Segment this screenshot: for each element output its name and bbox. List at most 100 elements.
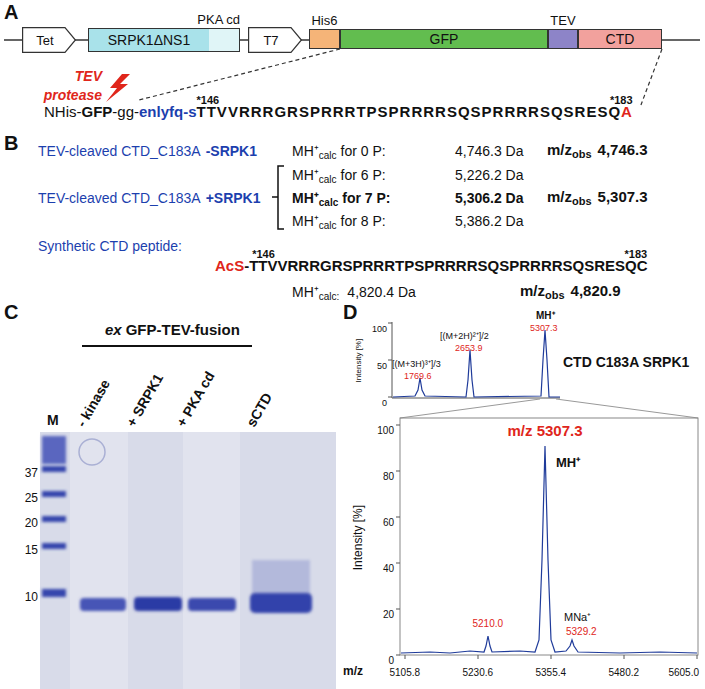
axis-tick: 0	[362, 391, 387, 410]
mass-observed: m/zobs4,820.9	[520, 281, 621, 302]
gel-image	[40, 432, 336, 689]
peak-value: m/z 5307.3	[508, 422, 583, 439]
sequence-text: enlyfq-s	[139, 103, 197, 120]
element-heading-row: His6	[309, 10, 340, 29]
axis-tick: 50	[362, 354, 387, 373]
gel-bubble	[79, 439, 105, 465]
peak-value: 5210.0	[473, 612, 504, 631]
axis-tick: 5480.2	[609, 661, 640, 680]
axis-tick: 5230.6	[463, 661, 494, 680]
mass-observed: obs	[545, 289, 565, 301]
lane-label: M	[47, 412, 59, 428]
panel-letter: D	[343, 301, 357, 323]
axis-tick: 5480.2	[609, 667, 640, 678]
peak-label: MNa⁺	[564, 606, 591, 625]
axis-title: Intensity [%]	[351, 504, 365, 569]
lane-label: sCTD	[243, 390, 275, 430]
axis-tick: 100	[372, 324, 387, 334]
peak-value: m/z 5307.3	[508, 421, 583, 440]
peak-value: 5329.2	[566, 626, 597, 637]
peak-value: 5307.3	[530, 323, 558, 333]
element-name: SRPK1ΔNS1	[108, 32, 191, 48]
residue-number: *146	[252, 248, 275, 260]
marker-size: 20	[25, 516, 38, 530]
element-name: T7	[263, 33, 286, 48]
zoom-line	[556, 399, 698, 418]
kinase-gene-box: PKA cd SRPK1ΔNS1	[88, 9, 240, 52]
axis-tick: 5105.8	[390, 661, 421, 680]
axis-tick: 5355.4	[536, 667, 567, 678]
gel-background	[40, 432, 336, 689]
gene-box: GFP	[340, 29, 548, 49]
marker-size: 25	[8, 487, 38, 506]
protease-label: TEV protease	[44, 68, 102, 103]
sequence-text: TTVVRRRGRSPRRRTPSPRRRRSQSPRRRRSQSRESQ	[197, 103, 622, 120]
overview-spectrum	[388, 322, 560, 398]
axis-tick: 5355.4	[536, 661, 567, 680]
sequence-text: AcS-TTVVRRRGRSPRRRTPSPRRRRSQSPRRRRSQSRES…	[215, 256, 648, 275]
axis-tick: 80	[368, 465, 394, 484]
lane-label: + SRPK1	[121, 370, 167, 430]
sequence-text: NHis-GFP-gg-enlyfq-sTTVVRRRGRSPRRRTPSPRR…	[44, 102, 633, 121]
mass-calc: MH⁺	[292, 167, 319, 183]
axis-tick: 5105.8	[390, 667, 421, 678]
axis-tick: 60	[383, 517, 394, 528]
gel-lane	[70, 432, 128, 689]
peak-label: [(M+2H)²⁺]/2	[440, 324, 489, 343]
peak-value: 1769.6	[404, 364, 432, 383]
protein-smear	[252, 560, 310, 595]
peak-value: 2653.9	[455, 336, 483, 355]
panel-letter: A	[4, 1, 18, 23]
sequence-text: -gg-	[112, 103, 139, 120]
lane-group-bar	[82, 345, 252, 347]
sample-name: TEV-cleaved CTD_C183A	[38, 190, 201, 206]
axis-title: Intensity [%]	[347, 504, 366, 569]
marker-band	[42, 491, 66, 497]
expansion-dashed-line	[139, 49, 340, 100]
peak-label: MH⁺	[556, 452, 580, 471]
mass-observed: 4,820.9	[571, 282, 621, 299]
marker-size: 15	[8, 539, 38, 558]
mass-observed: obs	[572, 195, 592, 207]
element-heading: TEV	[550, 13, 575, 29]
element-heading-row: TEV	[548, 10, 578, 29]
axis-tick: 60	[368, 511, 394, 530]
mass-value: 5,306.2 Da	[455, 188, 524, 207]
panel-letter: B	[4, 132, 18, 154]
sample-name: TEV-cleaved CTD_C183A-SRPK1	[38, 141, 257, 160]
promoter-shape: Tet	[22, 27, 76, 53]
peak-label: MH⁺	[536, 304, 555, 323]
spectrum-title: CTD C183A SRPK1	[563, 352, 689, 371]
mass-observed: m/z	[547, 188, 572, 205]
gene-box: SRPK1ΔNS1	[88, 28, 240, 52]
mass-calc: for 6 P:	[341, 167, 386, 183]
residue-number: *183	[610, 89, 633, 108]
panel-letter: B	[4, 131, 18, 155]
axis-title: m/z	[343, 664, 363, 678]
panel-letter: C	[4, 301, 18, 323]
mass-value: 5,386.2 Da	[455, 213, 524, 229]
zoom-line	[400, 399, 540, 418]
mass-calc: calc	[319, 197, 338, 208]
axis-tick: 0	[388, 655, 394, 666]
marker-band	[42, 436, 66, 464]
mass-calc: 4,820.4 Da	[347, 284, 416, 300]
axis-tick: 80	[383, 471, 394, 482]
gene-box	[548, 29, 578, 49]
element-heading-row: PKA cd	[88, 9, 240, 28]
residue-number: *146	[252, 243, 275, 262]
marker-size: 10	[25, 590, 38, 604]
lane-label: + PKA cd	[173, 368, 218, 429]
gfp-box: GFP	[340, 29, 548, 49]
bracket	[272, 166, 284, 229]
mass-calc: MH⁺calcfor 0 P:	[292, 141, 386, 162]
lightning-icon	[106, 74, 130, 102]
mass-calc: MH⁺	[292, 190, 319, 206]
peak-value: 5307.3	[530, 316, 558, 335]
mass-calc: MH⁺calc for 6 P:	[292, 165, 386, 186]
peak-label: MNa⁺	[564, 611, 591, 623]
residue-number: *146	[197, 94, 220, 106]
mass-calc: calc	[319, 174, 337, 185]
lane-label: - kinase	[73, 376, 113, 429]
marker-size: 20	[8, 512, 38, 531]
